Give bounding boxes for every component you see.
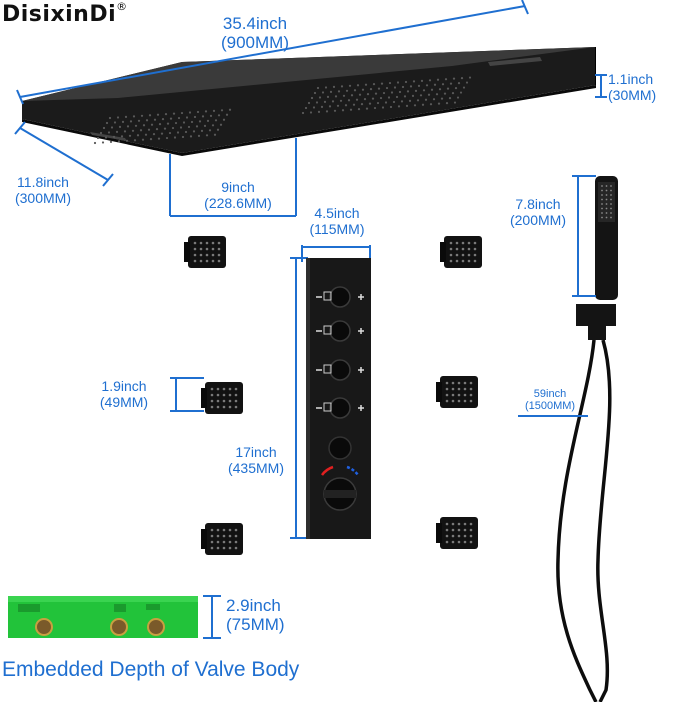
hand-shower-length-label: 7.8inch (200MM) [509,196,566,228]
body-jets [184,236,482,555]
jet-dimension-lines [170,377,204,412]
body-jet-size-label: 1.9inch (49MM) [99,378,149,410]
spray-nozzles-left [93,108,232,145]
hand-shower-dimension-lines [518,175,596,417]
spray-zone-label: 9inch (228.6MM) [204,179,272,211]
brand-logo: DisixinDi® [2,0,128,27]
embedded-valve-body [8,596,198,638]
valve-knobs [316,286,364,419]
panel-dimension-lines [14,0,607,217]
valve-dimension-lines [290,245,371,539]
valve-height-label: 17inch (435MM) [227,444,284,476]
rain-shower-panel [22,47,596,156]
thermostatic-valve-panel [306,258,371,539]
body-jet [440,236,482,268]
hand-shower [556,176,618,702]
body-jet [201,382,243,414]
brand-name: DisixinDi [2,2,117,27]
spray-nozzles-right [301,76,472,115]
body-jet [184,236,226,268]
panel-length-label: 35.4inch (900MM) [220,14,289,52]
panel-width-label: 11.8inch (300MM) [14,174,71,206]
valve-depth-label: 2.9inch (75MM) [226,596,285,634]
panel-thickness-label: 1.1inch (30MM) [608,71,657,103]
hose-length-label: 59inch (1500MM) [524,388,576,412]
body-jet [201,523,243,555]
body-jet [436,517,478,549]
valve-depth-caption: Embedded Depth of Valve Body [2,658,300,681]
valve-width-label: 4.5inch (115MM) [309,205,365,237]
valve-depth-dimension-lines [203,595,221,639]
registered-mark: ® [116,0,128,13]
body-jet [436,376,478,408]
